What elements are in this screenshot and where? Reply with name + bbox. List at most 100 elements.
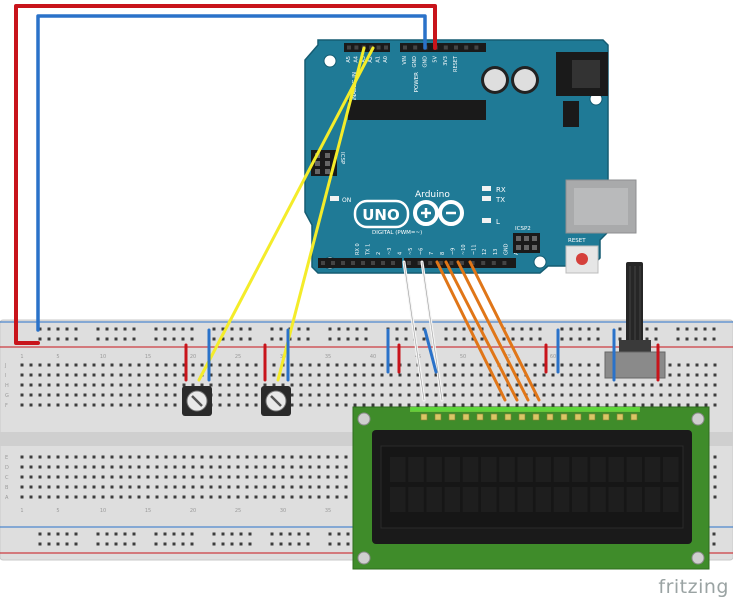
column-number: 10 (100, 508, 106, 514)
terminal-hole (65, 475, 69, 479)
lcd-cell (499, 487, 515, 512)
terminal-hole (317, 383, 321, 387)
terminal-hole (398, 383, 402, 387)
rail-hole (65, 542, 69, 546)
lcd-cell (626, 487, 643, 512)
rail-hole (96, 327, 100, 331)
wire-yellow-a1 (276, 46, 366, 382)
arduino-brand-text: Arduino (415, 190, 450, 200)
terminal-hole (137, 495, 141, 499)
terminal-hole (470, 393, 474, 397)
icsp2-hole (532, 236, 537, 241)
terminal-hole (83, 373, 87, 377)
column-number: 1 (20, 508, 23, 514)
terminal-hole (74, 403, 78, 407)
pin-label: ~10 (461, 244, 467, 255)
rail-hole (529, 337, 533, 341)
terminal-hole (416, 403, 420, 407)
mount-hole (323, 54, 337, 68)
rail-hole (96, 337, 100, 341)
terminal-hole (245, 485, 249, 489)
terminal-hole (65, 403, 69, 407)
rail-hole (395, 337, 399, 341)
lcd-cell (553, 487, 570, 512)
rail-hole (163, 337, 167, 341)
terminal-hole (272, 465, 276, 469)
terminal-hole (497, 403, 501, 407)
rail-hole (212, 542, 216, 546)
rail-hole (56, 327, 60, 331)
terminal-hole (173, 485, 177, 489)
terminal-hole (560, 383, 564, 387)
terminal-hole (659, 403, 663, 407)
terminal-hole (335, 455, 339, 459)
header-hole (481, 261, 486, 265)
terminal-hole (119, 465, 123, 469)
terminal-hole (101, 383, 105, 387)
rail-hole (395, 327, 399, 331)
rail-hole (74, 542, 78, 546)
terminal-hole (713, 393, 717, 397)
arduino-infinity-logo (413, 200, 464, 226)
terminal-hole (677, 383, 681, 387)
terminal-hole (452, 373, 456, 377)
terminal-hole (56, 403, 60, 407)
icsp-hole (315, 161, 320, 166)
lcd-cell (572, 487, 588, 512)
terminal-hole (281, 383, 285, 387)
terminal-hole (362, 383, 366, 387)
terminal-hole (497, 393, 501, 397)
row-letter: A (5, 495, 9, 501)
terminal-hole (65, 373, 69, 377)
terminal-hole (209, 363, 213, 367)
lcd-pin (546, 413, 554, 421)
lcd-pin (560, 413, 568, 421)
header-digital-high (318, 258, 402, 268)
terminal-hole (236, 455, 240, 459)
terminal-hole (182, 455, 186, 459)
terminal-hole (371, 403, 375, 407)
terminal-hole (677, 393, 681, 397)
terminal-hole (326, 373, 330, 377)
lcd-cell (481, 457, 497, 482)
terminal-hole (146, 363, 150, 367)
rail-hole (694, 327, 698, 331)
terminal-hole (119, 455, 123, 459)
row-letter: F (5, 403, 8, 409)
terminal-hole (191, 373, 195, 377)
terminal-hole (173, 475, 177, 479)
terminal-hole (263, 383, 267, 387)
rail-hole (163, 532, 167, 536)
terminal-hole (218, 393, 222, 397)
terminal-hole (110, 363, 114, 367)
terminal-hole (101, 485, 105, 489)
terminal-hole (227, 495, 231, 499)
terminal-hole (56, 475, 60, 479)
terminal-hole (686, 383, 690, 387)
terminal-hole (47, 455, 51, 459)
terminal-hole (29, 383, 33, 387)
icsp-hole (325, 153, 330, 158)
terminal-hole (281, 455, 285, 459)
rail-hole (230, 542, 234, 546)
terminal-hole (596, 363, 600, 367)
rail-hole (520, 337, 524, 341)
terminal-hole (182, 363, 186, 367)
rail-hole (74, 327, 78, 331)
rail-hole (239, 327, 243, 331)
terminal-hole (20, 383, 24, 387)
terminal-hole (569, 383, 573, 387)
terminal-hole (218, 373, 222, 377)
rail-hole (56, 542, 60, 546)
pin-label: A3 (361, 56, 367, 63)
lcd-pin (630, 413, 638, 421)
terminal-hole (470, 383, 474, 387)
l-led (482, 218, 491, 223)
terminal-hole (560, 403, 564, 407)
terminal-hole (83, 383, 87, 387)
terminal-hole (317, 465, 321, 469)
terminal-hole (677, 363, 681, 367)
row-letter: J (4, 363, 6, 369)
lcd-cell (535, 457, 552, 482)
